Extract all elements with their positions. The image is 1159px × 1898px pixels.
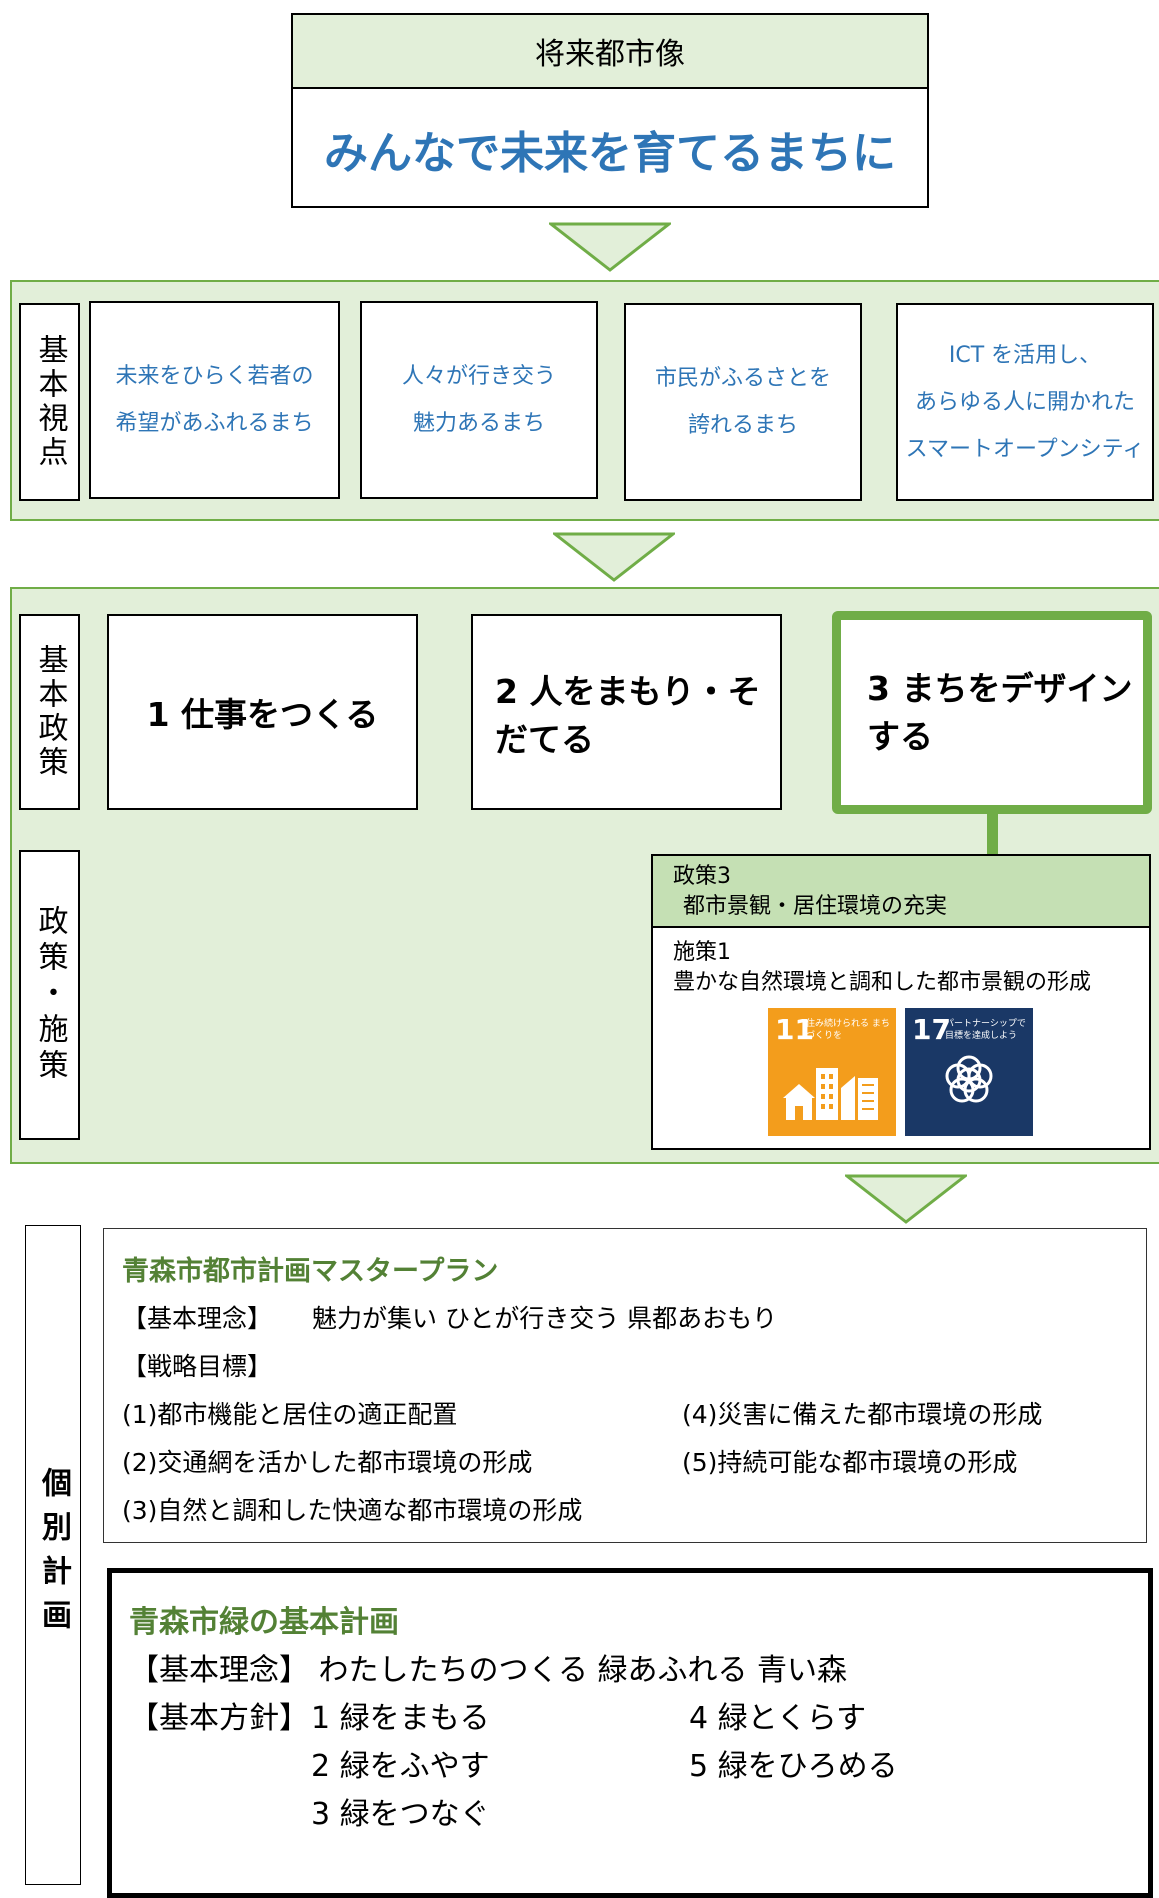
vision-box: 将来都市像 みんなで未来を育てるまちに: [291, 13, 929, 208]
policies-label: 基本政策: [19, 614, 80, 810]
viewpoint-line: ICT を活用し、: [948, 342, 1102, 368]
master-plan-philosophy: 【基本理念】魅力が集い ひとが行き交う 県都あおもり: [122, 1304, 778, 1333]
viewpoint-line: 希望があふれるまち: [115, 411, 314, 436]
green-policy-item: 1 緑をまもる: [311, 1701, 490, 1736]
master-plan-title: 青森市都市計画マスタープラン: [122, 1256, 499, 1287]
goal-item: (5)持続可能な都市環境の形成: [682, 1448, 1018, 1477]
green-plan-philosophy: 【基本理念】 わたしたちのつくる 緑あふれる 青い森: [129, 1653, 848, 1688]
measures-label: 政策・施策: [19, 850, 80, 1140]
connector-line: [987, 813, 998, 856]
viewpoint-line: 市民がふるさとを: [654, 366, 831, 391]
viewpoint-line: あらゆる人に開かれた: [914, 389, 1135, 415]
policy-3-header: 政策3 都市景観・居住環境の充実: [653, 856, 1149, 928]
down-arrow-icon: [845, 1174, 967, 1224]
viewpoint-card-2: 人々が行き交う 魅力あるまち: [360, 301, 598, 499]
green-policy-item: 3 緑をつなぐ: [311, 1797, 490, 1832]
down-arrow-icon: [553, 532, 675, 582]
viewpoint-line: 人々が行き交う: [401, 364, 556, 389]
policy-card-2: 2 人をまもり・そ だてる: [471, 614, 782, 810]
goal-item: (3)自然と調和した快適な都市環境の形成: [122, 1496, 583, 1525]
policy-line: 3 まちをデザイン: [867, 669, 1133, 708]
down-arrow-icon: [549, 222, 671, 272]
green-plan-policies: 【基本方針】 1 緑をまもる 2 緑をふやす 3 緑をつなぐ 4 緑とくらす 5…: [129, 1695, 1148, 1839]
policy-card-3-highlighted: 3 まちをデザイン する: [832, 611, 1152, 814]
goal-item: (4)災害に備えた都市環境の形成: [682, 1400, 1043, 1429]
viewpoint-card-3: 市民がふるさとを 誇れるまち: [624, 303, 862, 501]
viewpoint-card-4: ICT を活用し、 あらゆる人に開かれた スマートオープンシティ: [896, 303, 1154, 501]
measure-1-text: 施策1 豊かな自然環境と調和した都市景観の形成: [673, 940, 1092, 995]
viewpoints-label: 基本視点: [19, 303, 80, 501]
green-policy-item: 5 緑をひろめる: [689, 1749, 898, 1784]
policy-line: する: [867, 717, 933, 756]
master-plan-goals: (1)都市機能と居住の適正配置 (2)交通網を活かした都市環境の形成 (3)自然…: [122, 1391, 1146, 1535]
viewpoint-line: 誇れるまち: [687, 413, 798, 438]
policy-line: 2 人をまもり・そ: [495, 672, 761, 711]
vision-title: みんなで未来を育てるまちに: [324, 127, 896, 179]
master-plan-goals-label: 【戦略目標】: [122, 1352, 273, 1381]
viewpoint-line: 魅力あるまち: [412, 411, 545, 436]
master-plan-box: 青森市都市計画マスタープラン 【基本理念】魅力が集い ひとが行き交う 県都あおも…: [103, 1228, 1147, 1543]
policy-card-1: 1 仕事をつくる: [107, 614, 418, 810]
viewpoint-card-1: 未来をひらく若者の 希望があふれるまち: [89, 301, 340, 499]
policy-line: 1 仕事をつくる: [146, 695, 379, 734]
vision-header: 将来都市像: [293, 15, 927, 89]
policy-line: だてる: [495, 720, 594, 759]
viewpoint-line: 未来をひらく若者の: [115, 364, 314, 389]
goal-item: (1)都市機能と居住の適正配置: [122, 1400, 458, 1429]
green-policy-item: 4 緑とくらす: [689, 1701, 867, 1736]
goal-item: (2)交通網を活かした都市環境の形成: [122, 1448, 533, 1477]
individual-plans-label: 個別計画: [25, 1225, 81, 1885]
sdg-11-icon: 11 住み続けられる まちづくりを: [768, 1008, 896, 1136]
green-plan-box: 青森市緑の基本計画 【基本理念】 わたしたちのつくる 緑あふれる 青い森 【基本…: [107, 1568, 1153, 1898]
green-policy-item: 2 緑をふやす: [311, 1749, 490, 1784]
measure-box: 政策3 都市景観・居住環境の充実 施策1 豊かな自然環境と調和した都市景観の形成…: [651, 854, 1151, 1150]
sdg-17-icon: 17 パートナーシップで 目標を達成しよう: [905, 1008, 1033, 1136]
green-plan-title: 青森市緑の基本計画: [129, 1605, 399, 1640]
viewpoint-line: スマートオープンシティ: [905, 436, 1145, 462]
